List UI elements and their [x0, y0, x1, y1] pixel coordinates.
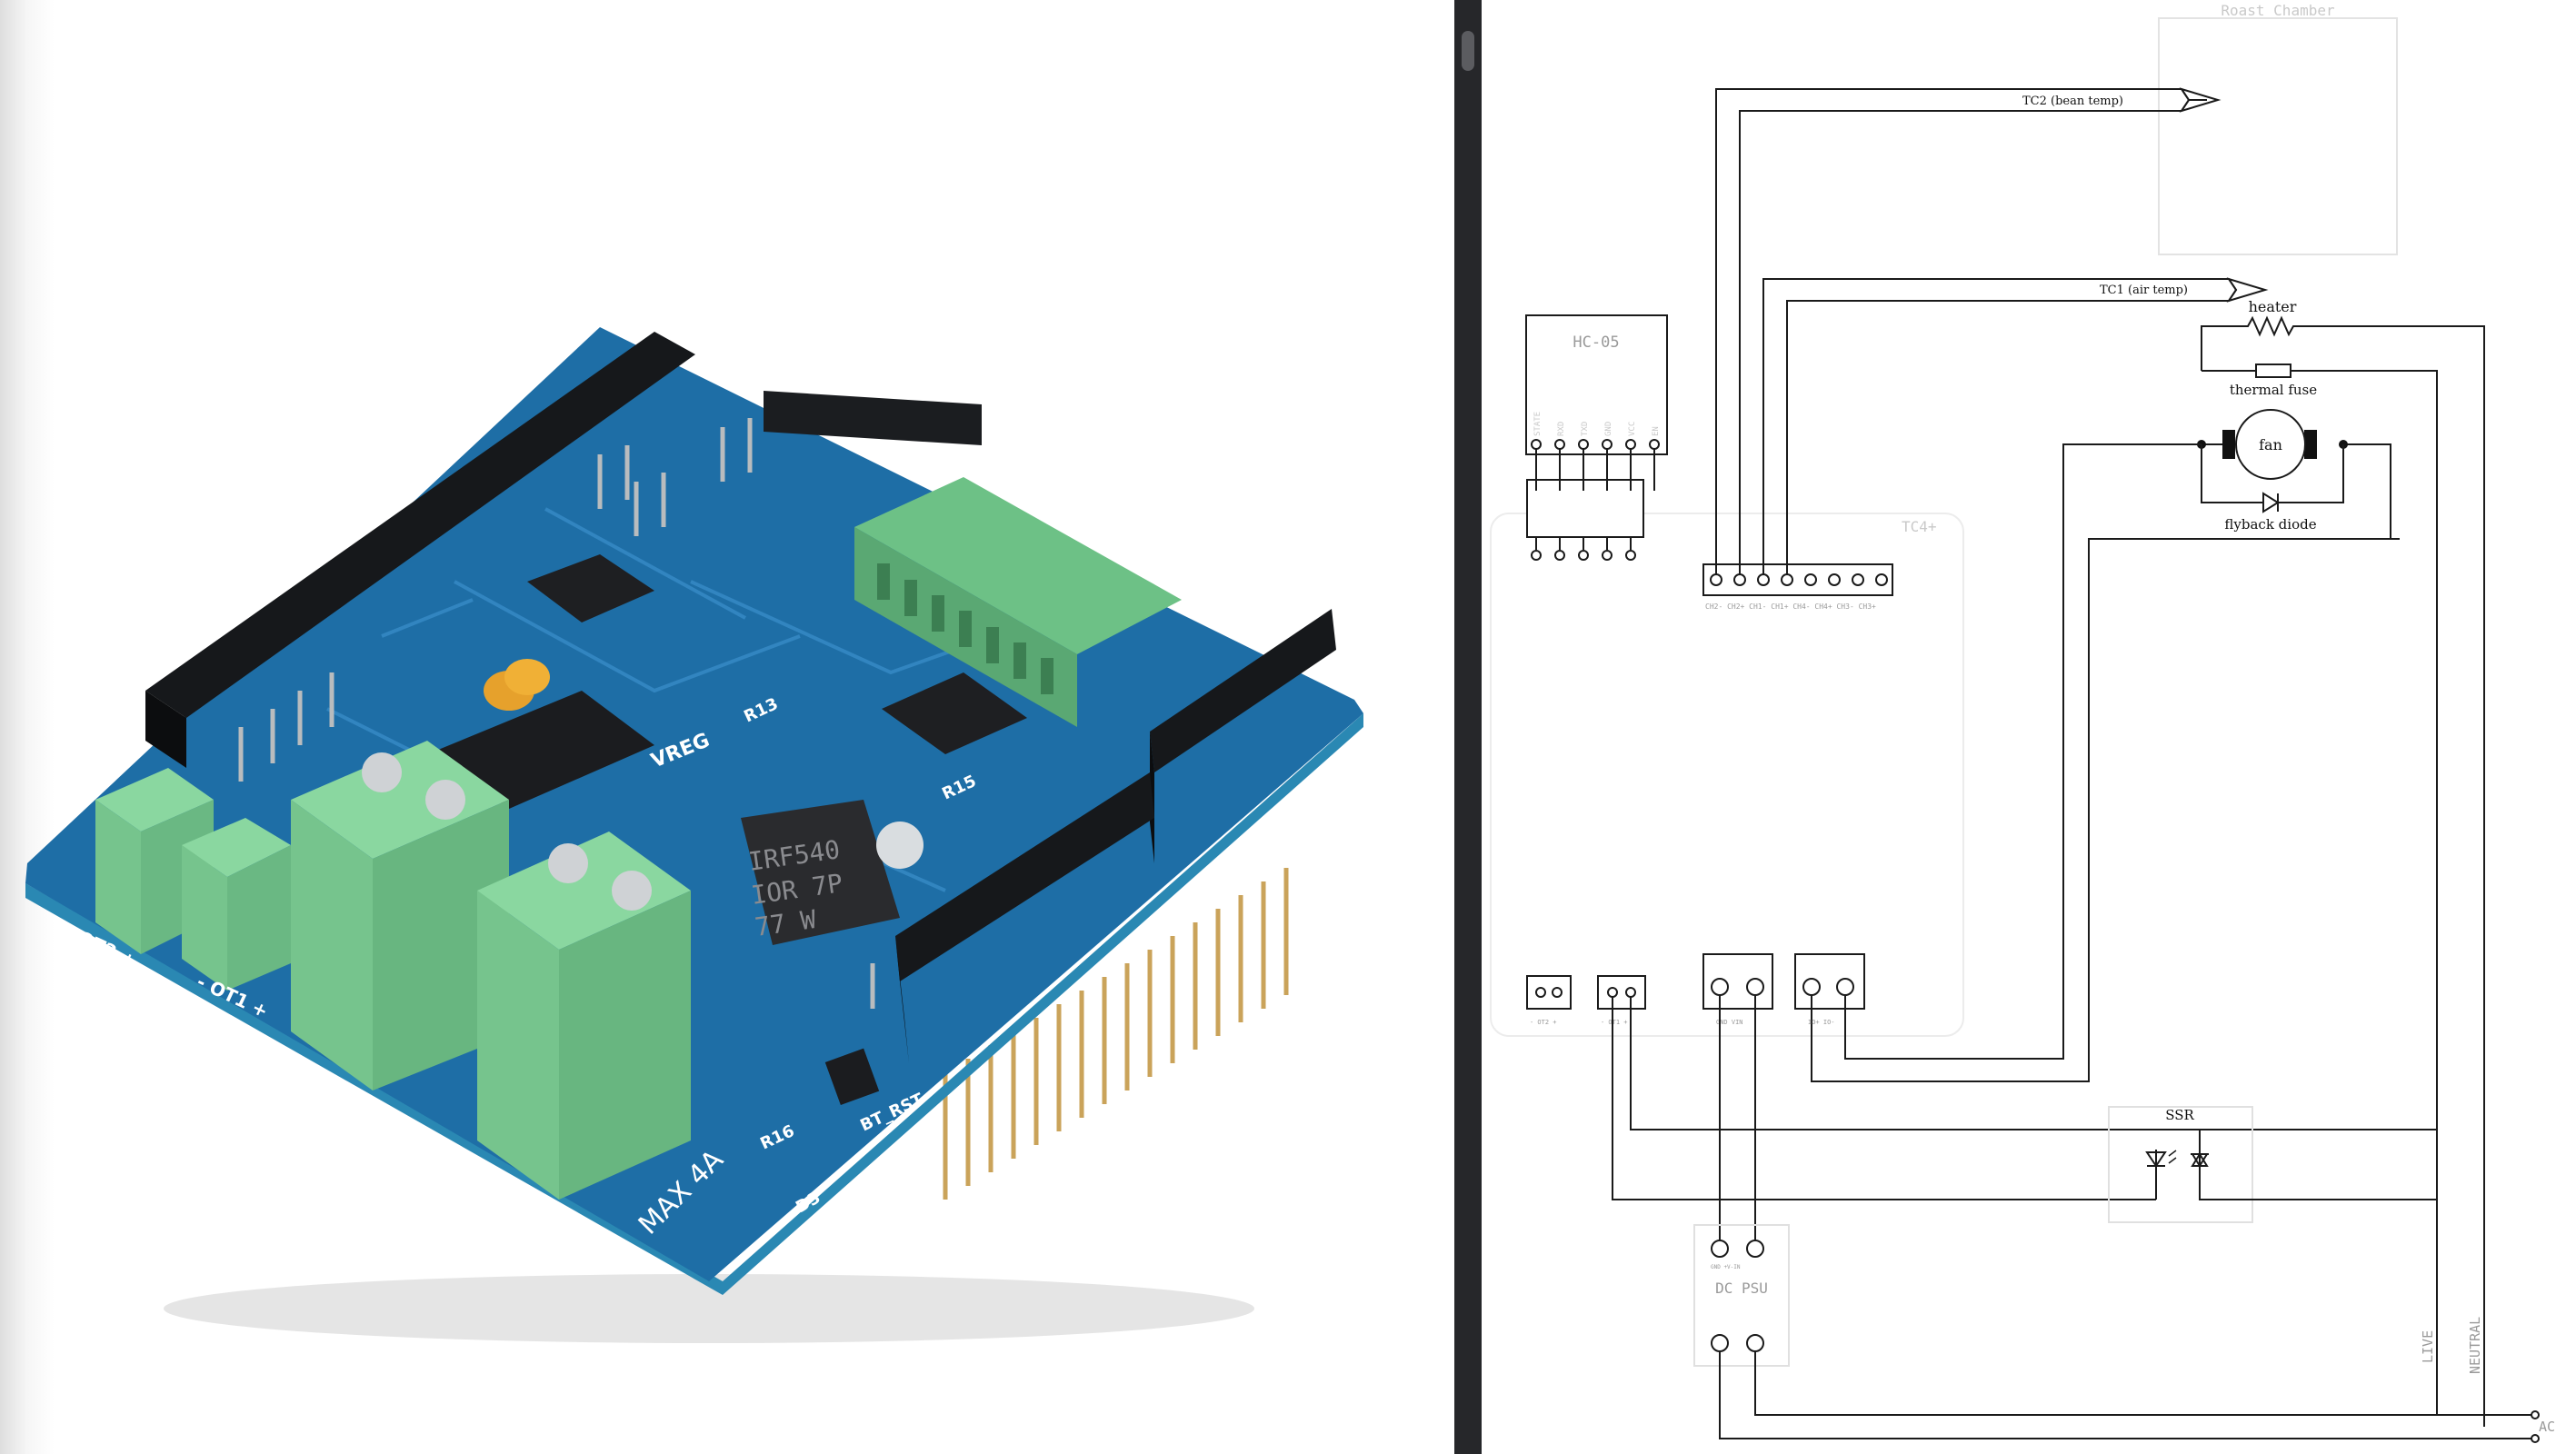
terminal-ot2: [95, 768, 214, 832]
vreg-chip: [427, 691, 654, 809]
hc05-pin-en: EN: [1652, 426, 1661, 436]
tc2-probe-tip: [2179, 87, 2222, 113]
bt-rst-jumper: [824, 1048, 880, 1106]
thermal-fuse-label: thermal fuse: [2230, 382, 2317, 398]
ot1-terminal: [1597, 975, 1646, 1010]
ac-live-wire: [1719, 1351, 2533, 1439]
female-header-right: [1150, 609, 1336, 772]
female-header-front: [895, 772, 1154, 981]
fan-brush-left: [2222, 430, 2235, 459]
pcb-board: [25, 327, 1363, 1281]
tc-terminal-header: [1702, 563, 1893, 596]
tc1-probe-tip: [2226, 277, 2269, 303]
tc4-board-outline: [1490, 513, 1964, 1037]
power-in-terminal: [1702, 953, 1773, 1010]
female-header-left: [145, 332, 695, 718]
heater-resistor: [2201, 315, 2485, 1418]
terminal-power-1: [291, 741, 509, 859]
dc-psu-box: [1693, 1224, 1790, 1367]
hc05-pins: [1531, 439, 1660, 450]
hc05-label: HC-05: [1573, 334, 1619, 352]
hc05-socket-pins: [1531, 550, 1636, 561]
thermal-fuse-wire: [2202, 370, 2438, 1131]
female-header-back: [764, 391, 982, 445]
ic-chip-right: [882, 672, 1027, 754]
fan-label: fan: [2259, 436, 2282, 453]
neutral-label: NEUTRAL: [2467, 1317, 2483, 1374]
ot1-wire-pos: [1630, 997, 2437, 1130]
roast-chamber-label: Roast Chamber: [2221, 2, 2335, 19]
fan-wire-neg: [1844, 443, 2202, 1060]
ssr-led: [2145, 1150, 2167, 1200]
dc-psu-label: DC PSU: [1715, 1280, 1768, 1297]
tc1-label: TC1 (air temp): [2100, 284, 2188, 297]
schematic-pane: Roast Chamber TC4+ HC-05 STATE RXD TXD G…: [1482, 0, 2576, 1454]
header-pins-bottom: [943, 868, 1289, 1200]
hc05-pin-state: STATE: [1533, 412, 1543, 436]
hc05-pin-gnd: GND: [1604, 422, 1613, 436]
fan-motor: [2235, 409, 2306, 480]
tc2-label: TC2 (bean temp): [2022, 95, 2123, 108]
ot1-label: - OT1 +: [1601, 1019, 1628, 1026]
ssr-label: SSR: [2165, 1107, 2194, 1123]
hc05-socket: [1526, 479, 1644, 538]
terminal-block-8way: [854, 477, 1182, 654]
terminal-power-2: [477, 832, 691, 950]
scrollbar-thumb[interactable]: [1462, 31, 1474, 71]
ot2-label: - OT2 +: [1530, 1019, 1557, 1026]
ot2-terminal: [1526, 975, 1572, 1010]
live-label: LIVE: [2420, 1330, 2436, 1363]
dc-psu-pins: GND +V-IN: [1711, 1264, 1741, 1270]
fan-brush-right: [2304, 430, 2317, 459]
hc05-pin-rxd: RXD: [1557, 422, 1566, 436]
wiring-schematic: Roast Chamber TC4+ HC-05 STATE RXD TXD G…: [1490, 2, 2555, 1443]
mosfet-irf540: [741, 800, 900, 945]
ssr-triac: [2191, 1130, 2437, 1200]
fan-wire-pos: [1811, 538, 2391, 1082]
tc4-shield-photo: IRF540 IOR 7P 77 W VREG - O: [25, 327, 1363, 1343]
flyback-diode: [2262, 492, 2280, 513]
ssr-box: [2108, 1106, 2253, 1223]
hc05-pin-vcc: VCC: [1628, 422, 1637, 436]
tc1-probe-wires: [1762, 278, 2238, 574]
thermal-fuse: [2255, 364, 2291, 378]
product-photo-pane: IRF540 IOR 7P 77 W VREG - O: [0, 0, 1454, 1454]
male-header-pins: [238, 418, 875, 1009]
roast-chamber-box: [2158, 17, 2398, 255]
ac-neutral-wire: [1754, 1351, 2533, 1416]
power-in-label: GND VIN: [1716, 1019, 1743, 1026]
io3-label: IO+ IO-: [1808, 1019, 1835, 1026]
tc-header-pin-labels: CH2- CH2+ CH1- CH1+ CH4- CH4+ CH3- CH3+: [1705, 603, 1876, 611]
heater-label: heater: [2249, 298, 2297, 315]
hc05-pin-txd: TXD: [1581, 422, 1590, 436]
ic-chip-upper: [527, 554, 654, 622]
tc4-label: TC4+: [1902, 518, 1937, 535]
flyback-diode-label: flyback diode: [2224, 516, 2316, 533]
split-divider[interactable]: [1454, 0, 1482, 1454]
io3-terminal: [1794, 953, 1865, 1010]
ot1-wire-neg: [1612, 997, 2156, 1200]
ac-label: AC: [2539, 1419, 2555, 1435]
tc-terminal-pins: [1710, 573, 1888, 586]
terminal-ot1: [182, 818, 291, 877]
hc05-module: [1525, 314, 1668, 455]
flyback-diode-wires: [2201, 444, 2344, 503]
